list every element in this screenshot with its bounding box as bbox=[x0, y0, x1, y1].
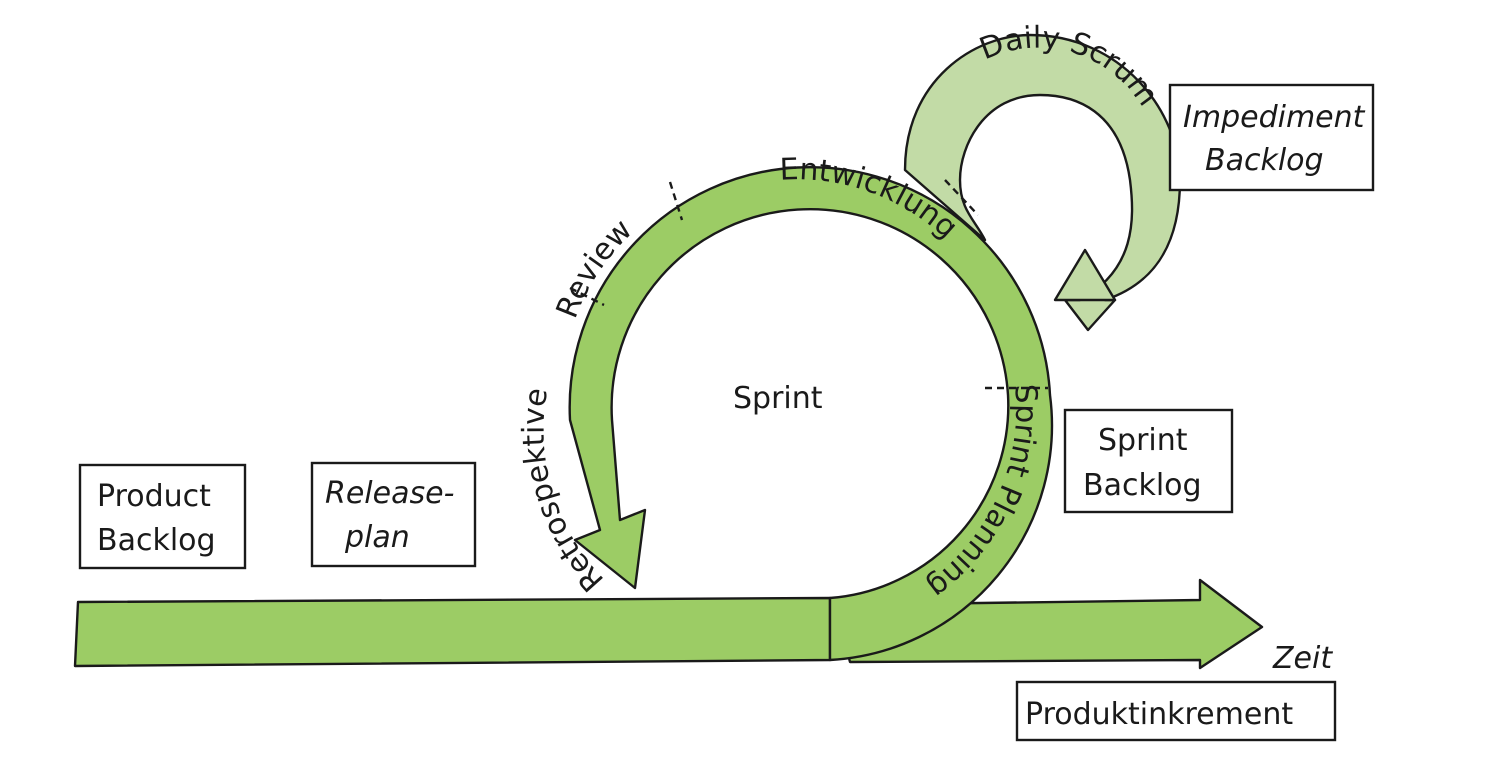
impediment-backlog-box: Impediment Backlog bbox=[1168, 83, 1375, 192]
produktinkrement-label: Produktinkrement bbox=[1025, 697, 1293, 732]
daily-scrum-arrowhead bbox=[1053, 248, 1117, 302]
sprint-center-label: Sprint bbox=[733, 381, 823, 416]
timeline-arrow: Zeit bbox=[73, 578, 1333, 676]
sprint-cycle: Entwicklung Review Retrospektive Sprint … bbox=[516, 152, 1054, 662]
releaseplan-line1: Release- bbox=[325, 476, 454, 511]
sprint-backlog-line1: Sprint bbox=[1098, 423, 1188, 458]
product-backlog-line2: Backlog bbox=[97, 523, 216, 558]
releaseplan-line2: plan bbox=[344, 520, 410, 555]
sprint-backlog-line2: Backlog bbox=[1083, 468, 1202, 503]
timeline-band-right bbox=[833, 578, 1264, 670]
timeline-band bbox=[73, 596, 832, 668]
impediment-backlog-line2: Backlog bbox=[1205, 143, 1324, 178]
divider-review-entwicklung bbox=[668, 181, 684, 221]
produktinkrement-box: Produktinkrement bbox=[1015, 680, 1337, 742]
sprint-cycle-band bbox=[568, 166, 1054, 662]
impediment-backlog-line1: Impediment bbox=[1183, 100, 1366, 135]
divider-entwicklung-daily bbox=[944, 179, 979, 216]
releaseplan-box: Release- plan bbox=[310, 461, 477, 568]
product-backlog-line1: Product bbox=[97, 479, 211, 514]
sprint-backlog-box: Sprint Backlog bbox=[1063, 408, 1234, 514]
divider-retro-review bbox=[569, 286, 605, 307]
daily-scrum-loop: Daily Scrum bbox=[903, 20, 1182, 332]
timeline-label: Zeit bbox=[1272, 641, 1333, 676]
product-backlog-box: Product Backlog bbox=[78, 463, 247, 570]
